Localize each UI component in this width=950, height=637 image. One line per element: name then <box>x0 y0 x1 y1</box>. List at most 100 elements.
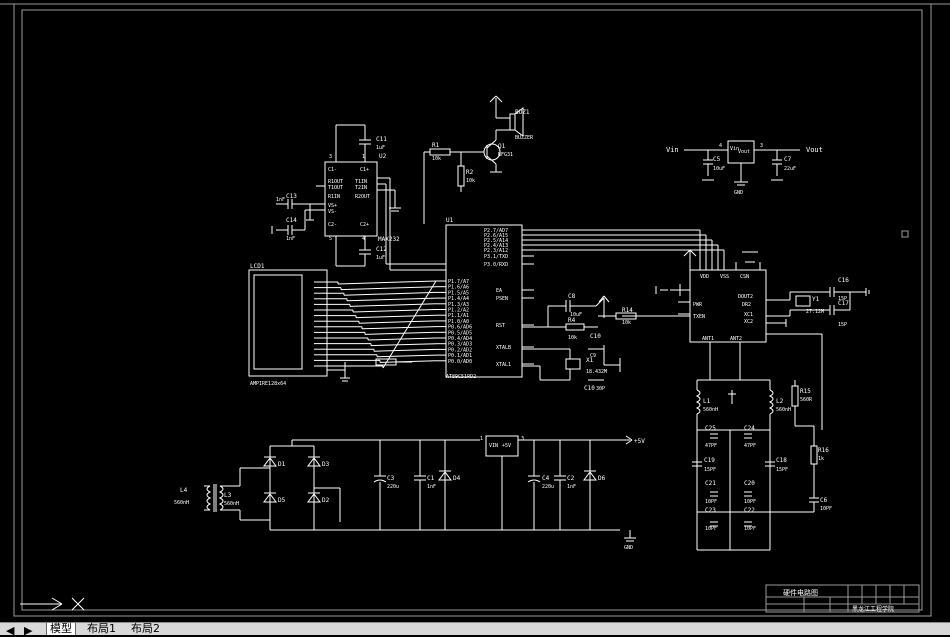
mcu-pin-label: P1.6/A6 <box>448 285 469 291</box>
svg-text:1nF: 1nF <box>567 484 576 490</box>
svg-text:ANT2: ANT2 <box>730 336 742 342</box>
svg-text:C20: C20 <box>744 480 755 487</box>
svg-text:GND: GND <box>624 545 633 551</box>
svg-text:D6: D6 <box>598 475 606 482</box>
svg-text:XC2: XC2 <box>744 319 753 325</box>
svg-text:+5V: +5V <box>634 438 645 445</box>
mcu-pin-label: P3.0/RXD <box>484 262 508 268</box>
mcu-pin-label: P1.3/A3 <box>448 302 469 308</box>
mcu-pin-label: P2.6/A15 <box>484 233 508 239</box>
svg-text:DOUT2: DOUT2 <box>738 294 753 300</box>
reg-top-out: Vout <box>806 146 823 154</box>
svg-text:10PF: 10PF <box>705 499 717 505</box>
layout-tab-bar: ◀ ▶ 模型 布局1 布局2 <box>0 622 950 637</box>
svg-text:560nH: 560nH <box>776 407 791 413</box>
svg-text:VDD: VDD <box>700 274 709 280</box>
reg-top-in: Vin <box>666 146 679 154</box>
svg-text:15PF: 15PF <box>704 467 716 473</box>
svg-text:C7: C7 <box>784 156 792 163</box>
next-tab-icon[interactable]: ▶ <box>24 624 33 637</box>
svg-text:Y1: Y1 <box>812 296 820 303</box>
mcu-pin-label: P2.4/A13 <box>484 243 508 249</box>
svg-text:T1IN: T1IN <box>355 179 367 185</box>
svg-text:22uF: 22uF <box>784 166 796 172</box>
mcu-right-pins: P2.7/AD7P2.6/A15P2.5/A14P2.4/A13P2.3/A12… <box>484 228 534 368</box>
mcu-pin-label: P2.5/A14 <box>484 238 508 244</box>
svg-text:L2: L2 <box>776 398 784 405</box>
svg-text:C11: C11 <box>376 136 387 143</box>
svg-text:X1: X1 <box>586 357 594 364</box>
svg-text:1k: 1k <box>818 456 824 462</box>
first-tab-icon[interactable]: ◀ <box>6 624 15 637</box>
title-block: 硬件电路图 黑龙江工程学院 <box>765 584 920 613</box>
svg-text:10PF: 10PF <box>705 526 717 532</box>
svg-text:C1-: C1- <box>328 167 337 173</box>
svg-text:C14: C14 <box>286 217 297 224</box>
svg-text:C6: C6 <box>820 497 828 504</box>
mcu-pin-label: P0.1/AD1 <box>448 353 472 359</box>
svg-text:D2: D2 <box>322 497 330 504</box>
svg-text:3: 3 <box>760 143 763 149</box>
svg-text:R16: R16 <box>818 447 829 454</box>
mcu-pin-label: P0.0/AD0 <box>448 359 472 365</box>
inner-frame <box>21 9 923 611</box>
school-name: 黑龙江工程学院 <box>852 605 894 613</box>
svg-text:BFG31: BFG31 <box>498 152 513 158</box>
svg-text:4: 4 <box>362 236 365 242</box>
svg-text:D1: D1 <box>278 461 286 468</box>
svg-text:C13: C13 <box>286 193 297 200</box>
svg-text:1nF: 1nF <box>276 197 285 203</box>
svg-text:VS+: VS+ <box>328 203 337 209</box>
svg-text:R15: R15 <box>800 388 811 395</box>
buzzer-circuit: BUZ1 BUZZER Q1 BFG31 R1 10k R2 10k <box>423 95 534 224</box>
svg-text:C2+: C2+ <box>360 222 369 228</box>
svg-text:27.12M: 27.12M <box>806 309 824 315</box>
svg-text:D5: D5 <box>278 497 286 504</box>
svg-text:U1: U1 <box>446 217 454 224</box>
rf-chip-u3: VDD VSS CSN DOUT2 DR2 XC1 XC2 PWR TXEN A… <box>598 249 870 343</box>
tab-model[interactable]: 模型 <box>46 623 76 635</box>
svg-text:3: 3 <box>329 154 332 160</box>
svg-text:R4: R4 <box>568 317 576 324</box>
mcu-pin-label: EA <box>496 288 502 294</box>
svg-text:LCD1: LCD1 <box>250 263 265 270</box>
svg-text:C21: C21 <box>705 480 716 487</box>
mcu-left-pins: P1.7/A7P1.6/A6P1.5/A5P1.4/A4P1.3/A3P1.2/… <box>436 279 472 365</box>
svg-text:PWR: PWR <box>693 302 703 308</box>
svg-text:D3: D3 <box>322 461 330 468</box>
mcu-pin-label: P1.2/A2 <box>448 308 469 314</box>
mcu-pin-label: XTAL1 <box>496 362 511 368</box>
svg-text:ANT1: ANT1 <box>702 336 714 342</box>
svg-text:10k: 10k <box>432 156 441 162</box>
tab-layout2[interactable]: 布局2 <box>131 622 160 635</box>
svg-text:BUZ1: BUZ1 <box>515 109 530 116</box>
svg-text:C1+: C1+ <box>360 167 369 173</box>
svg-text:220u: 220u <box>542 484 554 490</box>
svg-text:C17: C17 <box>838 300 849 307</box>
mcu-pin-label: P0.2/AD2 <box>448 347 472 353</box>
svg-text:CSN: CSN <box>740 274 749 280</box>
svg-text:VS-: VS- <box>328 209 337 215</box>
svg-text:DR2: DR2 <box>742 302 751 308</box>
ucs-icon <box>20 597 85 611</box>
svg-text:C8: C8 <box>568 293 576 300</box>
svg-text:BUZZER: BUZZER <box>515 135 534 141</box>
mcu-pin-label: P2.3/A12 <box>484 248 508 254</box>
reg-top-pin-vout: Vout <box>738 149 750 155</box>
svg-text:R2: R2 <box>466 169 474 176</box>
svg-text:1nF: 1nF <box>427 484 436 490</box>
svg-text:10k: 10k <box>568 335 577 341</box>
svg-text:15P: 15P <box>838 296 847 302</box>
svg-text:10PF: 10PF <box>820 506 832 512</box>
tab-layout1[interactable]: 布局1 <box>87 622 116 635</box>
max232-chip: U2 MAX232 C1- C1+ R1OUT T1OUT T1IN R1IN … <box>271 124 446 271</box>
mcu-pin-label: P1.1/A1 <box>448 313 469 319</box>
svg-text:C19: C19 <box>704 457 715 464</box>
mcu-pin-label: P2.7/AD7 <box>484 228 508 234</box>
svg-text:1: 1 <box>362 154 365 160</box>
svg-text:18.432M: 18.432M <box>586 369 607 375</box>
svg-text:U2: U2 <box>379 153 387 160</box>
mcu-pin-label: P1.7/A7 <box>448 279 469 285</box>
